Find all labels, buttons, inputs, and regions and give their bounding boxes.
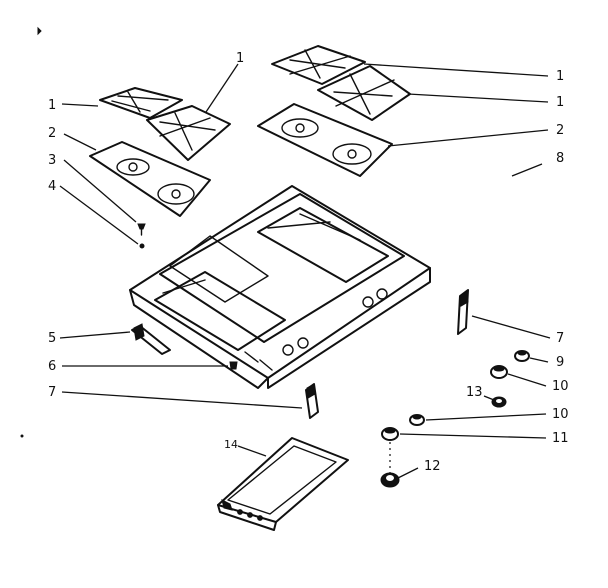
callout-left-burner-pan: 2 (48, 126, 56, 141)
callout-frame-8: 8 (556, 151, 564, 166)
callout-left-grate-rear: 1 (48, 98, 56, 113)
grommet-part-13 (491, 396, 507, 408)
right-grate-front (317, 65, 411, 121)
cooktop-main-frame (129, 185, 431, 389)
callout-left-grate-front: 1 (236, 51, 244, 66)
knob-part-10-upper (490, 365, 508, 379)
callout-right-burner-pan: 2 (556, 123, 564, 138)
callout-knob-10-lower: 10 (552, 407, 569, 422)
callout-screw-3: 3 (48, 153, 56, 168)
callout-tray-14: 14 (224, 438, 238, 451)
side-trim-right-part-7 (457, 289, 469, 335)
left-burner-pan (89, 141, 211, 217)
leader-lines (59, 63, 551, 479)
callout-trim-7-right: 7 (556, 331, 564, 346)
callout-right-grate-front: 1 (556, 95, 564, 110)
callout-clip-6: 6 (48, 359, 56, 374)
callout-grommet-13: 13 (466, 385, 483, 400)
left-grate-rear (99, 87, 183, 119)
clip-part-6 (229, 361, 238, 370)
side-trim-left-part-7 (305, 383, 319, 419)
callout-knob-9: 9 (556, 355, 564, 370)
callout-labels: 1 1 2 3 4 1 1 2 8 5 6 7 7 9 10 13 10 11 … (48, 51, 569, 474)
right-grate-rear (271, 45, 366, 85)
knob-part-12 (380, 472, 400, 488)
stray-dot (20, 434, 24, 438)
callout-bracket-5: 5 (48, 331, 56, 346)
corner-tick-mark (37, 26, 42, 36)
left-grate-front (146, 105, 231, 161)
knob-part-11 (381, 427, 399, 441)
bracket-part-5 (131, 323, 171, 355)
callout-trim-7-left: 7 (48, 385, 56, 400)
callout-washer-4: 4 (48, 179, 56, 194)
callout-knob-10-upper: 10 (552, 379, 569, 394)
washer-part-4 (139, 243, 145, 249)
callout-knob-12: 12 (424, 459, 441, 474)
callout-knob-11: 11 (552, 431, 569, 446)
tray-panel-part-14 (217, 437, 349, 531)
right-burner-pan (257, 103, 393, 177)
knob-part-9 (514, 350, 530, 362)
knob-part-10-lower (409, 414, 425, 426)
callout-right-grate-rear: 1 (556, 69, 564, 84)
screw-part-3 (137, 223, 146, 236)
